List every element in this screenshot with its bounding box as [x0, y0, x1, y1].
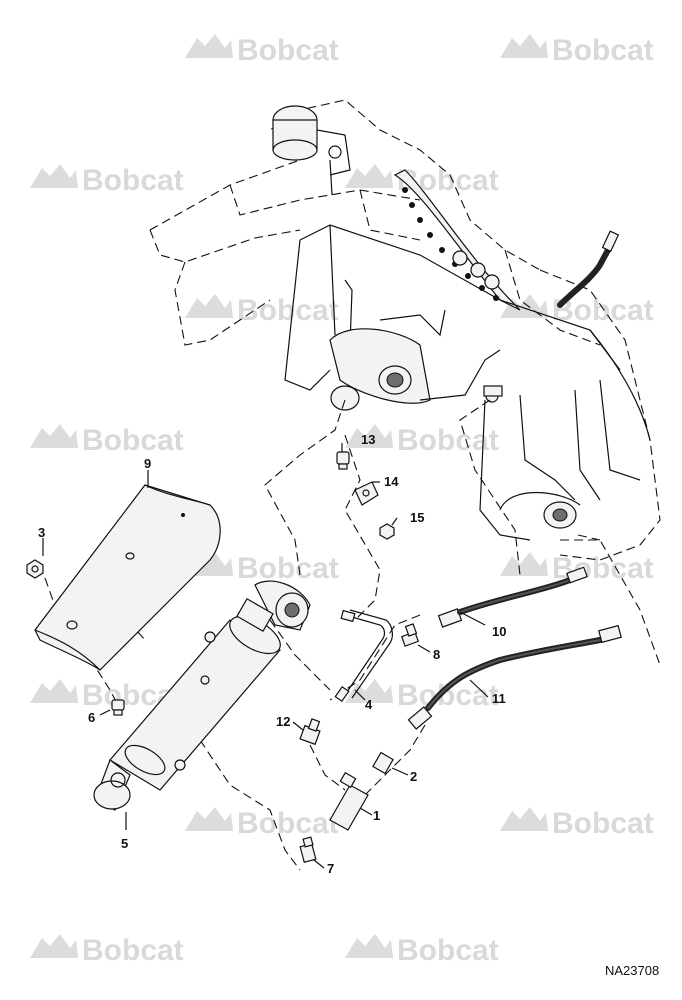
watermark: Bobcat	[30, 424, 184, 457]
callout-6: 6	[88, 710, 95, 725]
watermark-text: Bobcat	[237, 34, 339, 67]
watermark-text: Bobcat	[552, 807, 654, 840]
watermark-text: Bobcat	[237, 552, 339, 585]
callout-15: 15	[410, 510, 424, 525]
pivot-motor	[272, 105, 351, 196]
callout-10: 10	[492, 624, 506, 639]
callout-8: 8	[433, 647, 440, 662]
watermark: Bobcat	[345, 424, 499, 457]
clamp-14	[354, 481, 379, 506]
watermark: Bobcat	[500, 294, 654, 327]
slew-ring	[393, 169, 521, 311]
watermark: Bobcat	[500, 34, 654, 67]
watermark-text: Bobcat	[237, 294, 339, 327]
bobcat-logo-icon	[500, 34, 548, 58]
bobcat-logo-icon	[185, 807, 233, 831]
grease-fitting-part	[111, 699, 125, 716]
callout-2: 2	[410, 769, 417, 784]
adapter-8	[400, 623, 420, 647]
bobcat-logo-icon	[345, 164, 393, 188]
swing-frame	[284, 224, 651, 541]
callout-12: 12	[276, 714, 290, 729]
cylinder-guard	[34, 484, 221, 671]
callout-4: 4	[365, 697, 373, 712]
bobcat-logo-icon	[30, 164, 78, 188]
bobcat-logo-icon	[185, 34, 233, 58]
watermark: Bobcat	[185, 34, 339, 67]
bobcat-logo-icon	[345, 679, 393, 703]
hydraulic-cylinder	[93, 580, 311, 811]
adapter-7	[299, 836, 317, 864]
bobcat-logo-icon	[345, 934, 393, 958]
watermark: Bobcat	[185, 552, 339, 585]
callout-7: 7	[327, 861, 334, 876]
watermark-text: Bobcat	[397, 424, 499, 457]
hose-10	[437, 566, 588, 628]
watermark-text: Bobcat	[82, 424, 184, 457]
adapter-2	[372, 751, 394, 775]
watermark: Bobcat	[30, 934, 184, 967]
watermark-text: Bobcat	[552, 34, 654, 67]
callout-labels: 13 14 15 9 3 6 5 10 8 11 4 12 2 1 7	[38, 432, 506, 876]
watermark: Bobcat	[345, 679, 499, 712]
bobcat-logo-icon	[185, 294, 233, 318]
callout-13: 13	[361, 432, 375, 447]
upper-hose	[483, 230, 620, 403]
bobcat-logo-icon	[30, 679, 78, 703]
fitting-13	[336, 451, 350, 470]
watermark-text: Bobcat	[237, 807, 339, 840]
callout-9: 9	[144, 456, 151, 471]
watermark: Bobcat	[185, 294, 339, 327]
watermark: Bobcat	[185, 807, 339, 840]
callout-3: 3	[38, 525, 45, 540]
watermark-text: Bobcat	[82, 164, 184, 197]
watermark: Bobcat	[30, 164, 184, 197]
callout-14: 14	[384, 474, 399, 489]
bobcat-logo-icon	[500, 552, 548, 576]
steel-tube	[334, 609, 393, 703]
watermark-text: Bobcat	[397, 934, 499, 967]
watermark: Bobcat	[500, 807, 654, 840]
bobcat-logo-icon	[500, 807, 548, 831]
tee-1	[329, 771, 369, 831]
callout-1: 1	[373, 808, 380, 823]
callout-5: 5	[121, 836, 128, 851]
callout-11: 11	[492, 691, 506, 706]
watermark-text: Bobcat	[82, 934, 184, 967]
bobcat-logo-icon	[30, 424, 78, 448]
hose-11	[407, 624, 622, 730]
watermark: Bobcat	[345, 934, 499, 967]
drawing-number: NA23708	[605, 963, 659, 978]
callout-leaders	[42, 443, 489, 869]
nut-part	[26, 559, 44, 579]
elbow-12	[299, 718, 321, 746]
bobcat-logo-icon	[345, 424, 393, 448]
nut-15	[379, 523, 395, 540]
bobcat-logo-icon	[30, 934, 78, 958]
